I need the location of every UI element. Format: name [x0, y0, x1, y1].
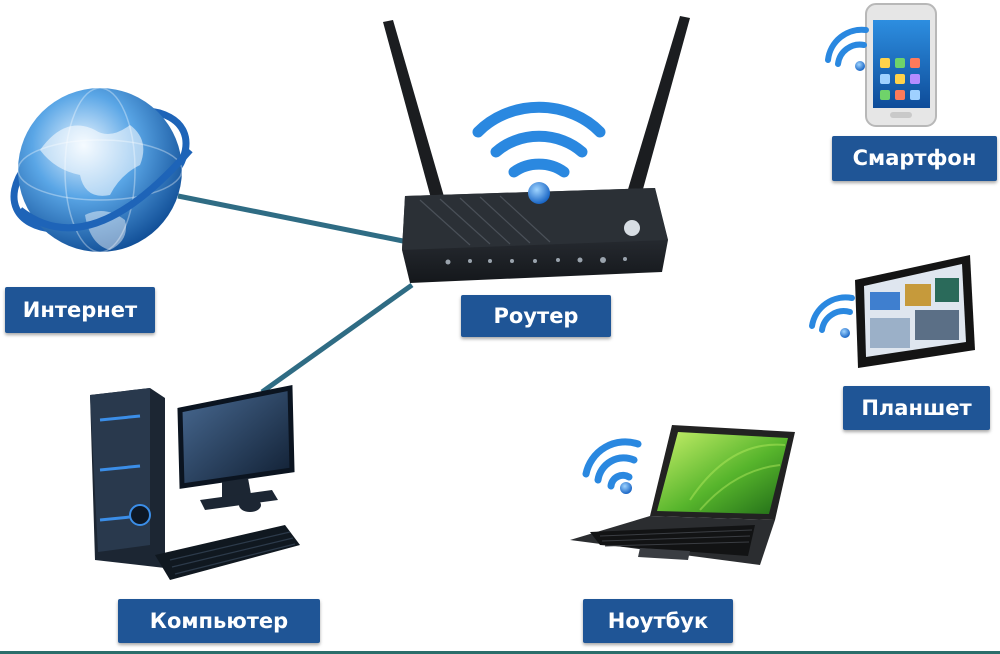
smartphone-icon	[865, 3, 937, 127]
tablet-label: Планшет	[843, 386, 990, 430]
smartphone-label-text: Смартфон	[852, 146, 977, 170]
cable-router-computer	[260, 282, 414, 395]
laptop-label-text: Ноутбук	[607, 609, 709, 633]
globe-icon	[10, 87, 193, 253]
smartphone-label: Смартфон	[832, 136, 997, 181]
cable-internet-router	[177, 193, 409, 245]
wifi-icon	[582, 438, 642, 494]
router-label: Роутер	[461, 295, 611, 337]
bottom-divider	[0, 651, 1000, 654]
computer-label: Компьютер	[118, 599, 320, 643]
internet-label: Интернет	[5, 287, 155, 333]
wifi-icon	[809, 294, 855, 338]
desktop-computer-icon	[90, 384, 300, 580]
wifi-icon	[825, 26, 869, 71]
laptop-label: Ноутбук	[583, 599, 733, 643]
router-icon	[383, 16, 690, 283]
computer-label-text: Компьютер	[149, 609, 289, 633]
router-label-text: Роутер	[493, 304, 579, 328]
internet-label-text: Интернет	[22, 298, 138, 322]
laptop-icon	[570, 425, 795, 565]
wifi-icon	[472, 101, 606, 204]
tablet-label-text: Планшет	[861, 396, 972, 420]
tablet-icon	[855, 255, 975, 368]
